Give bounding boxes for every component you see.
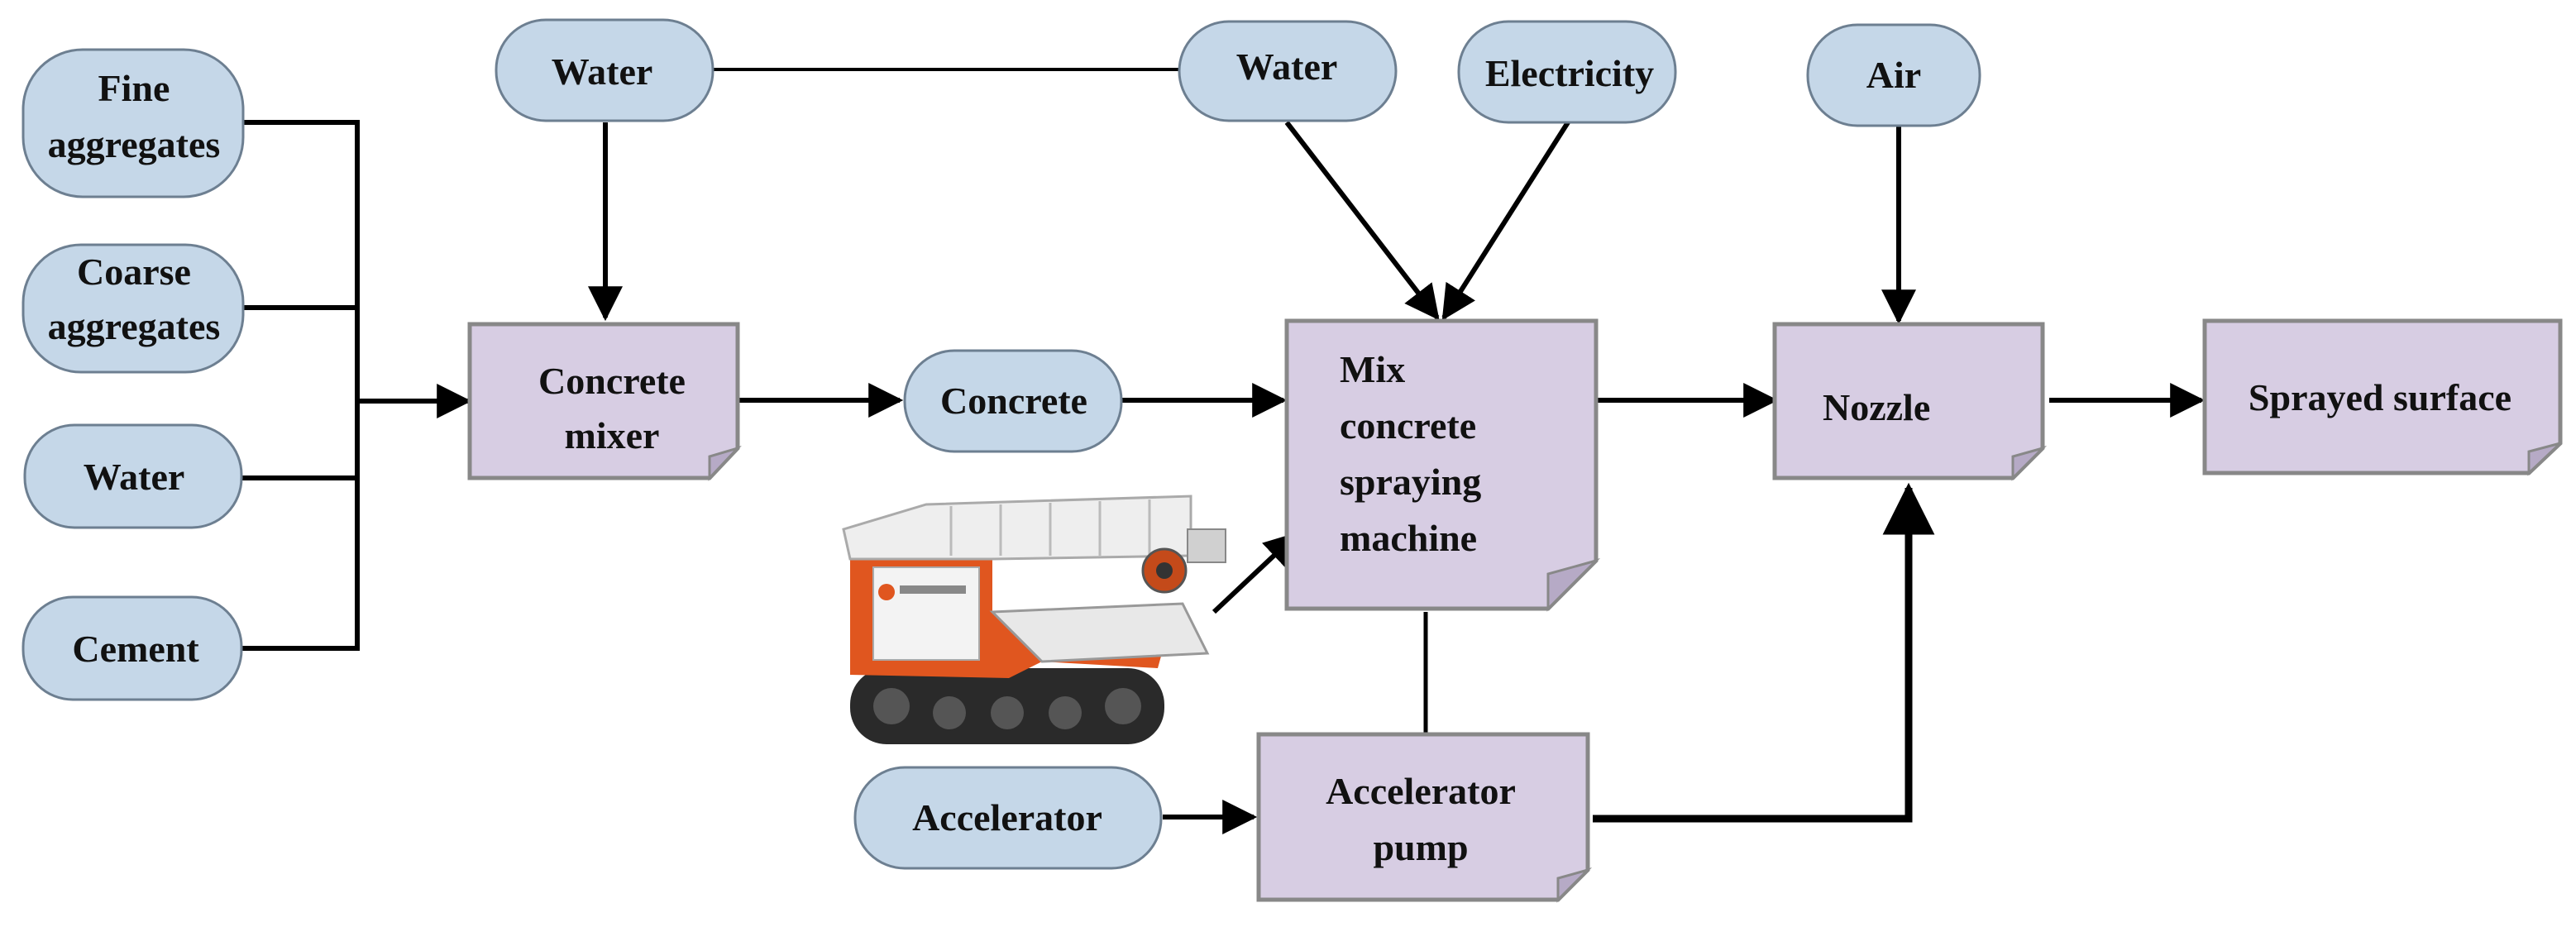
process-nodes: Concrete mixer Mix concrete spraying mac… — [467, 318, 2563, 903]
water-top-right-node: Water — [1178, 20, 1398, 122]
photo-to-machine-arrow — [1212, 532, 1300, 614]
sprayed-surface-label: Sprayed surface — [2249, 376, 2511, 418]
spraying-machine-line3: spraying — [1340, 461, 1481, 503]
nozzle-box: Nozzle — [1772, 322, 2048, 481]
spraying-machine-line2: concrete — [1340, 404, 1476, 447]
electricity-to-machine-arrow — [1441, 121, 1570, 321]
fine-aggregates-node: Fine aggregates — [22, 48, 245, 198]
spraying-machine-line1: Mix — [1340, 348, 1405, 390]
air-node: Air — [1806, 23, 1981, 127]
water-to-machine-arrow — [1284, 121, 1440, 321]
cement-link — [241, 401, 360, 651]
water-left-label: Water — [84, 456, 185, 498]
accelerator-node: Accelerator — [853, 766, 1163, 870]
accelerator-pump-box: Accelerator pump — [1256, 732, 1593, 903]
fine-aggregates-line1: Fine — [98, 67, 170, 109]
accelerator-pump-line2: pump — [1373, 826, 1468, 868]
coarse-aggregates-line1: Coarse — [77, 251, 191, 293]
concrete-mixer-box: Concrete mixer — [467, 322, 742, 481]
electricity-label: Electricity — [1485, 52, 1654, 94]
coarse-aggregates-line2: aggregates — [48, 305, 221, 347]
electricity-node: Electricity — [1457, 20, 1677, 124]
sprayed-surface-box: Sprayed surface — [2202, 318, 2563, 476]
concrete-mixer-line1: Concrete — [538, 360, 686, 402]
fine-aggregates-link — [241, 120, 360, 401]
accelerator-pump-line1: Accelerator — [1326, 770, 1516, 812]
water-left-node: Water — [23, 423, 243, 529]
nozzle-label: Nozzle — [1823, 386, 1930, 428]
spraying-machine-line4: machine — [1340, 517, 1477, 559]
coarse-aggregates-node: Coarse aggregates — [22, 243, 245, 374]
cement-label: Cement — [72, 628, 199, 670]
water-top-right-label: Water — [1236, 45, 1338, 88]
concrete-label: Concrete — [940, 380, 1087, 422]
connectors — [241, 68, 2206, 834]
pump-to-nozzle-arrow — [1593, 482, 1935, 823]
air-label: Air — [1866, 54, 1921, 96]
fine-aggregates-line2: aggregates — [48, 123, 221, 165]
spraying-machine-box: Mix concrete spraying machine — [1284, 318, 1601, 612]
concrete-node: Concrete — [903, 349, 1123, 453]
cement-node: Cement — [22, 595, 243, 701]
water-top-left-node: Water — [495, 18, 714, 122]
concrete-mixer-line2: mixer — [565, 414, 660, 456]
concrete-spraying-machine-photo — [842, 495, 1226, 744]
input-nodes: Fine aggregates Coarse aggregates Water … — [22, 18, 1981, 870]
water-top-left-label: Water — [552, 50, 653, 93]
accelerator-label: Accelerator — [912, 796, 1102, 839]
